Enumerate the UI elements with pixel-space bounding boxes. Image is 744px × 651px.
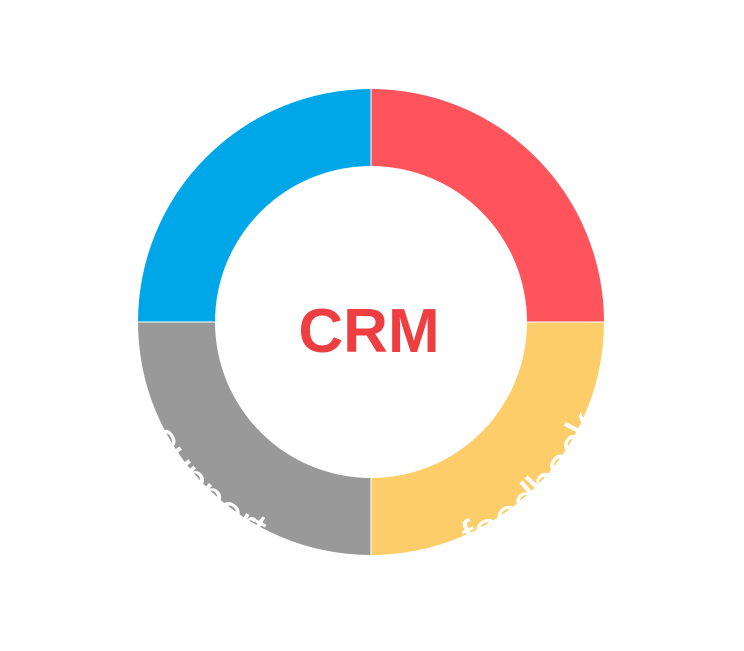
segment-feedback (371, 322, 604, 555)
segment-support (138, 322, 371, 555)
segment-marketing (138, 89, 371, 322)
segment-sales (371, 89, 604, 322)
center-title: CRM (298, 297, 439, 366)
